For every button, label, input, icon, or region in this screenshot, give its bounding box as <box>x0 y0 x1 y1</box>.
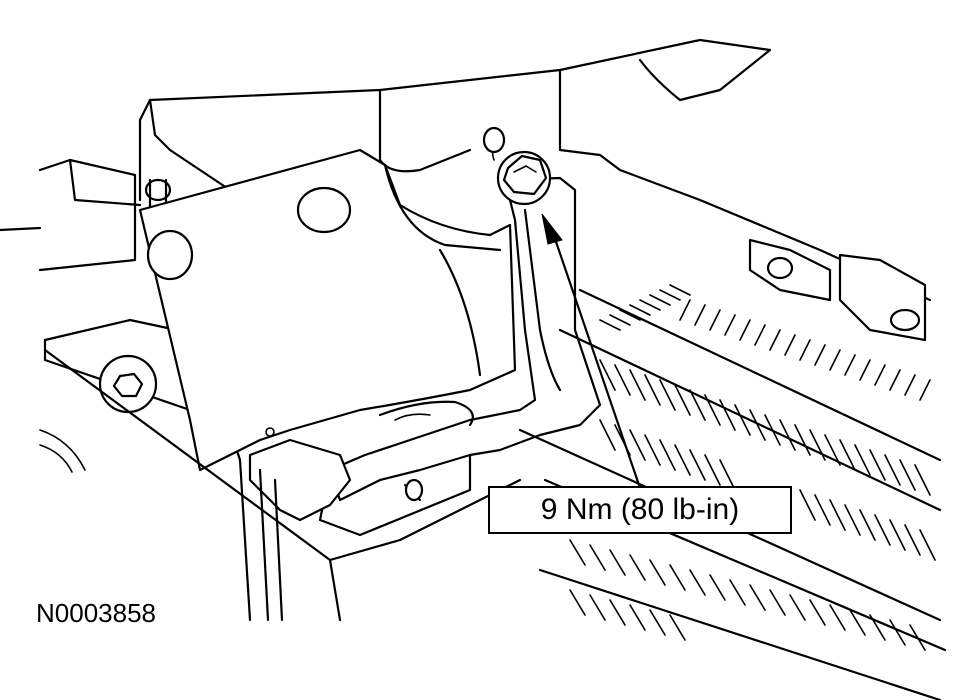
left-block <box>0 158 172 272</box>
right-clips <box>748 238 927 342</box>
radiator-fins <box>518 148 947 700</box>
figure-id: N0003858 <box>36 598 156 628</box>
leader-arrow-icon <box>541 213 642 489</box>
hex-head-bolt-icon <box>482 126 552 206</box>
bracket-plate <box>138 148 517 472</box>
torque-callout: 9 Nm (80 lb-in) <box>488 486 792 534</box>
lower-left-mount <box>39 318 242 473</box>
ground-strap <box>318 176 602 537</box>
lower-foot <box>238 427 352 622</box>
upper-housing <box>138 38 772 202</box>
lower-chassis <box>43 348 522 622</box>
torque-label: 9 Nm (80 lb-in) <box>540 493 740 526</box>
